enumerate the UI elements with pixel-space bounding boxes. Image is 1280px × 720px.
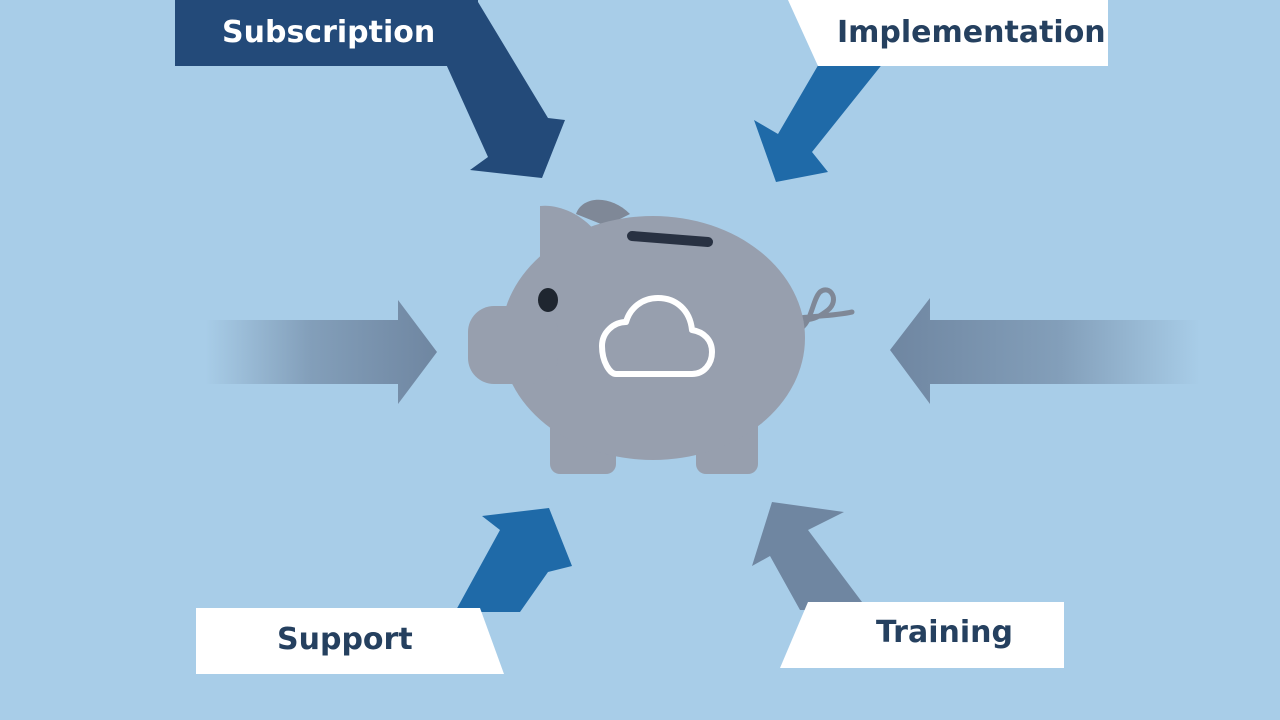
left-arrow (205, 300, 437, 404)
piggy-bank-icon (468, 199, 855, 474)
implementation-banner (788, 0, 1108, 66)
implementation-label: Implementation (837, 15, 1106, 50)
support-arrow (455, 508, 572, 612)
training-label: Training (876, 615, 1013, 650)
subscription-label: Subscription (222, 15, 436, 50)
support-label: Support (277, 622, 413, 657)
training-arrow (752, 502, 868, 610)
cloud-icon (599, 295, 715, 377)
implementation-arrow (754, 62, 884, 182)
subscription-banner (175, 0, 478, 66)
training-banner (780, 602, 1064, 668)
right-arrow (890, 298, 1200, 404)
support-banner (196, 608, 504, 674)
